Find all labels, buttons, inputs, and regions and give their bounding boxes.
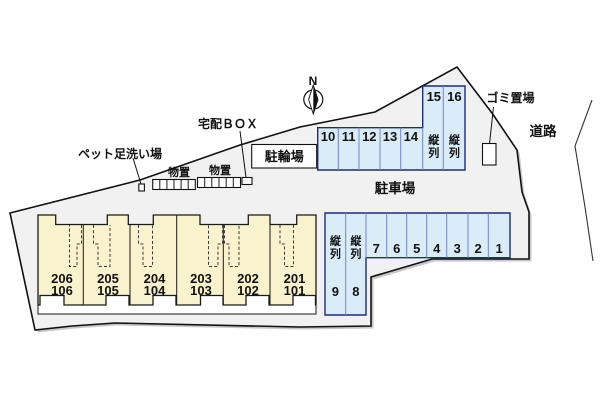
- pet-wash-leader-line: [132, 157, 142, 185]
- tandem-label: 列: [350, 247, 361, 261]
- building-walkway: [38, 305, 316, 314]
- storage-label: 物置: [209, 163, 231, 177]
- parking-space-label: 4: [433, 241, 441, 256]
- unit-label: 106: [51, 283, 73, 298]
- pet-wash-label: ペット足洗い場: [78, 146, 162, 161]
- parking-space-label: 5: [413, 241, 420, 256]
- parking-space-label: 1: [495, 241, 502, 256]
- parking-space-label: 10: [321, 129, 335, 144]
- road-label: 道路: [530, 123, 558, 139]
- unit-label: 104: [144, 283, 166, 298]
- tandem-label: 列: [449, 146, 460, 160]
- parking-top-labels: 10 11 12 13 14 15 16 縦 列 縦 列: [321, 89, 462, 160]
- parking-space-label: 3: [454, 241, 461, 256]
- parking-lot-label: 駐車場: [375, 180, 416, 196]
- entrance-notches: [40, 295, 316, 306]
- tandem-label: 縦: [449, 133, 461, 147]
- unit-label: 102: [237, 283, 259, 298]
- tandem-label: 列: [330, 247, 341, 261]
- road-edge-line: [574, 99, 594, 262]
- parking-space-label: 14: [404, 129, 419, 144]
- unit-label: 204: [144, 271, 166, 286]
- parking-bottom-labels: 縦 列 縦 列 9 8 7 6 5 4 3 2 1: [330, 234, 503, 300]
- parking-space-label: 8: [352, 284, 359, 299]
- parking-block-top-dividers: [337, 86, 444, 170]
- unit-label: 206: [51, 271, 73, 286]
- parking-block-bottom-dividers: [345, 213, 489, 315]
- north-arrow-icon: N: [303, 74, 324, 116]
- parking-space-label: 15: [427, 89, 441, 104]
- delivery-box-leader-line: [239, 130, 247, 178]
- parking-space-label: 13: [383, 129, 397, 144]
- unit-dividers: [82, 215, 271, 305]
- bicycle-parking-label: 駐輪場: [265, 149, 304, 164]
- parking-space-label: 12: [362, 129, 376, 144]
- tandem-label: 縦: [350, 234, 362, 248]
- storage-label: 物置: [168, 165, 190, 179]
- unit-label: 205: [97, 271, 119, 286]
- storage-sheds: [152, 176, 242, 191]
- unit-label: 203: [190, 271, 212, 286]
- pet-wash-station: [138, 183, 145, 192]
- tandem-label: 縦: [428, 133, 440, 147]
- tandem-label: 列: [428, 146, 439, 160]
- parking-space-label: 7: [373, 241, 380, 256]
- bicycle-parking-box: [251, 143, 318, 169]
- north-label: N: [309, 74, 318, 88]
- stair-corridors: [69, 225, 294, 267]
- parking-space-label: 9: [332, 284, 339, 299]
- unit-labels: 206 106 205 105 204 104 203 103 202 102 …: [51, 271, 305, 298]
- garbage-area-box: [481, 142, 497, 166]
- parking-space-label: 16: [447, 89, 461, 104]
- unit-label: 101: [284, 283, 306, 298]
- unit-label: 202: [237, 271, 259, 286]
- parking-space-label: 2: [474, 241, 481, 256]
- unit-label: 201: [284, 271, 306, 286]
- delivery-box-label: 宅配ＢＯＸ: [198, 116, 258, 131]
- garbage-area-label: ゴミ置場: [486, 90, 534, 105]
- tandem-label: 縦: [330, 234, 342, 248]
- delivery-box: [241, 176, 253, 186]
- parking-space-label: 6: [393, 241, 400, 256]
- building-walkway-edge: [37, 305, 317, 315]
- unit-label: 103: [190, 283, 212, 298]
- parking-space-label: 11: [342, 129, 356, 144]
- unit-label: 105: [97, 283, 119, 298]
